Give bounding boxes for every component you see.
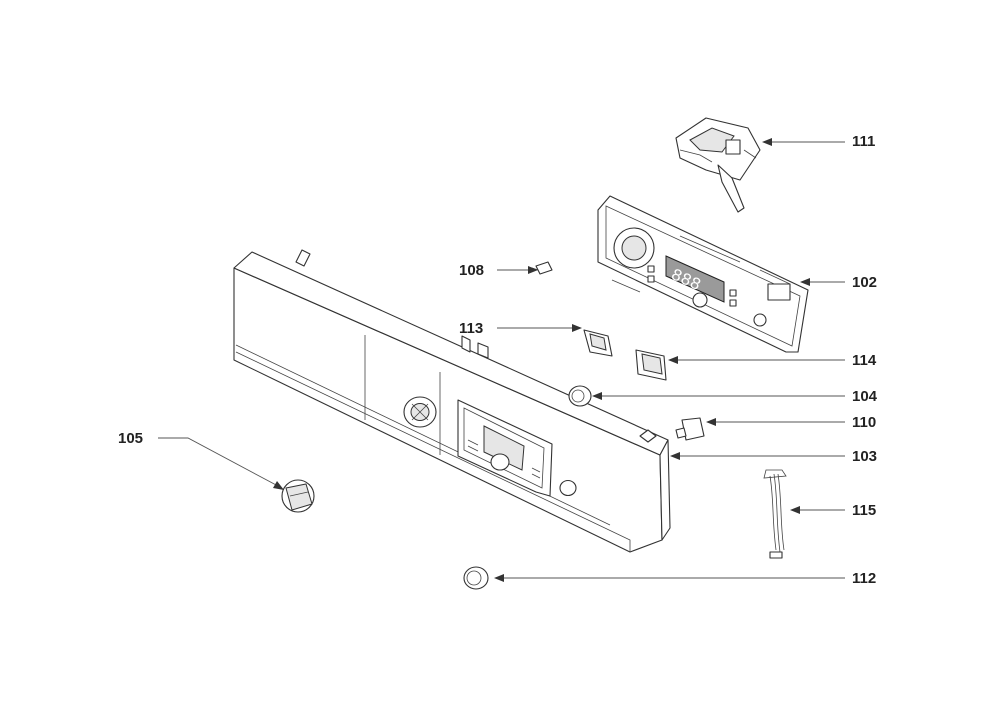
arrow-114	[668, 356, 678, 364]
push-button-114	[635, 349, 667, 381]
label-112: 112	[852, 570, 876, 587]
leader-105	[158, 437, 279, 487]
control-board: 888	[597, 195, 809, 353]
label-108: 108	[459, 262, 484, 279]
arrow-103	[670, 452, 680, 460]
arrow-102	[800, 278, 810, 286]
switch-110	[675, 417, 705, 441]
round-button-112	[463, 566, 489, 590]
arrow-112	[494, 574, 504, 582]
label-111: 111	[852, 133, 875, 150]
label-105: 105	[118, 430, 143, 447]
label-113: 113	[459, 320, 483, 337]
label-110: 110	[852, 414, 876, 431]
arrow-115	[790, 506, 800, 514]
arrow-104	[592, 392, 602, 400]
control-panel-fascia	[233, 249, 671, 553]
screw	[531, 261, 553, 275]
label-102: 102	[852, 274, 877, 291]
wire-harness	[763, 469, 787, 559]
label-114: 114	[852, 352, 877, 369]
arrow-110	[706, 418, 716, 426]
push-button-113	[583, 329, 613, 357]
door-lock-assembly	[675, 117, 761, 213]
arrow-105	[273, 481, 284, 490]
leader-lines	[158, 138, 845, 582]
arrow-111	[762, 138, 772, 146]
label-103: 103	[852, 448, 877, 465]
label-104: 104	[852, 388, 878, 405]
round-button-104	[568, 385, 592, 407]
arrow-113	[572, 324, 582, 332]
selector-knob	[281, 479, 315, 513]
part-labels: 111 102 108 113 114 104 110 105 103 115 …	[118, 133, 878, 587]
arrow-108	[528, 266, 538, 274]
label-115: 115	[852, 502, 876, 519]
